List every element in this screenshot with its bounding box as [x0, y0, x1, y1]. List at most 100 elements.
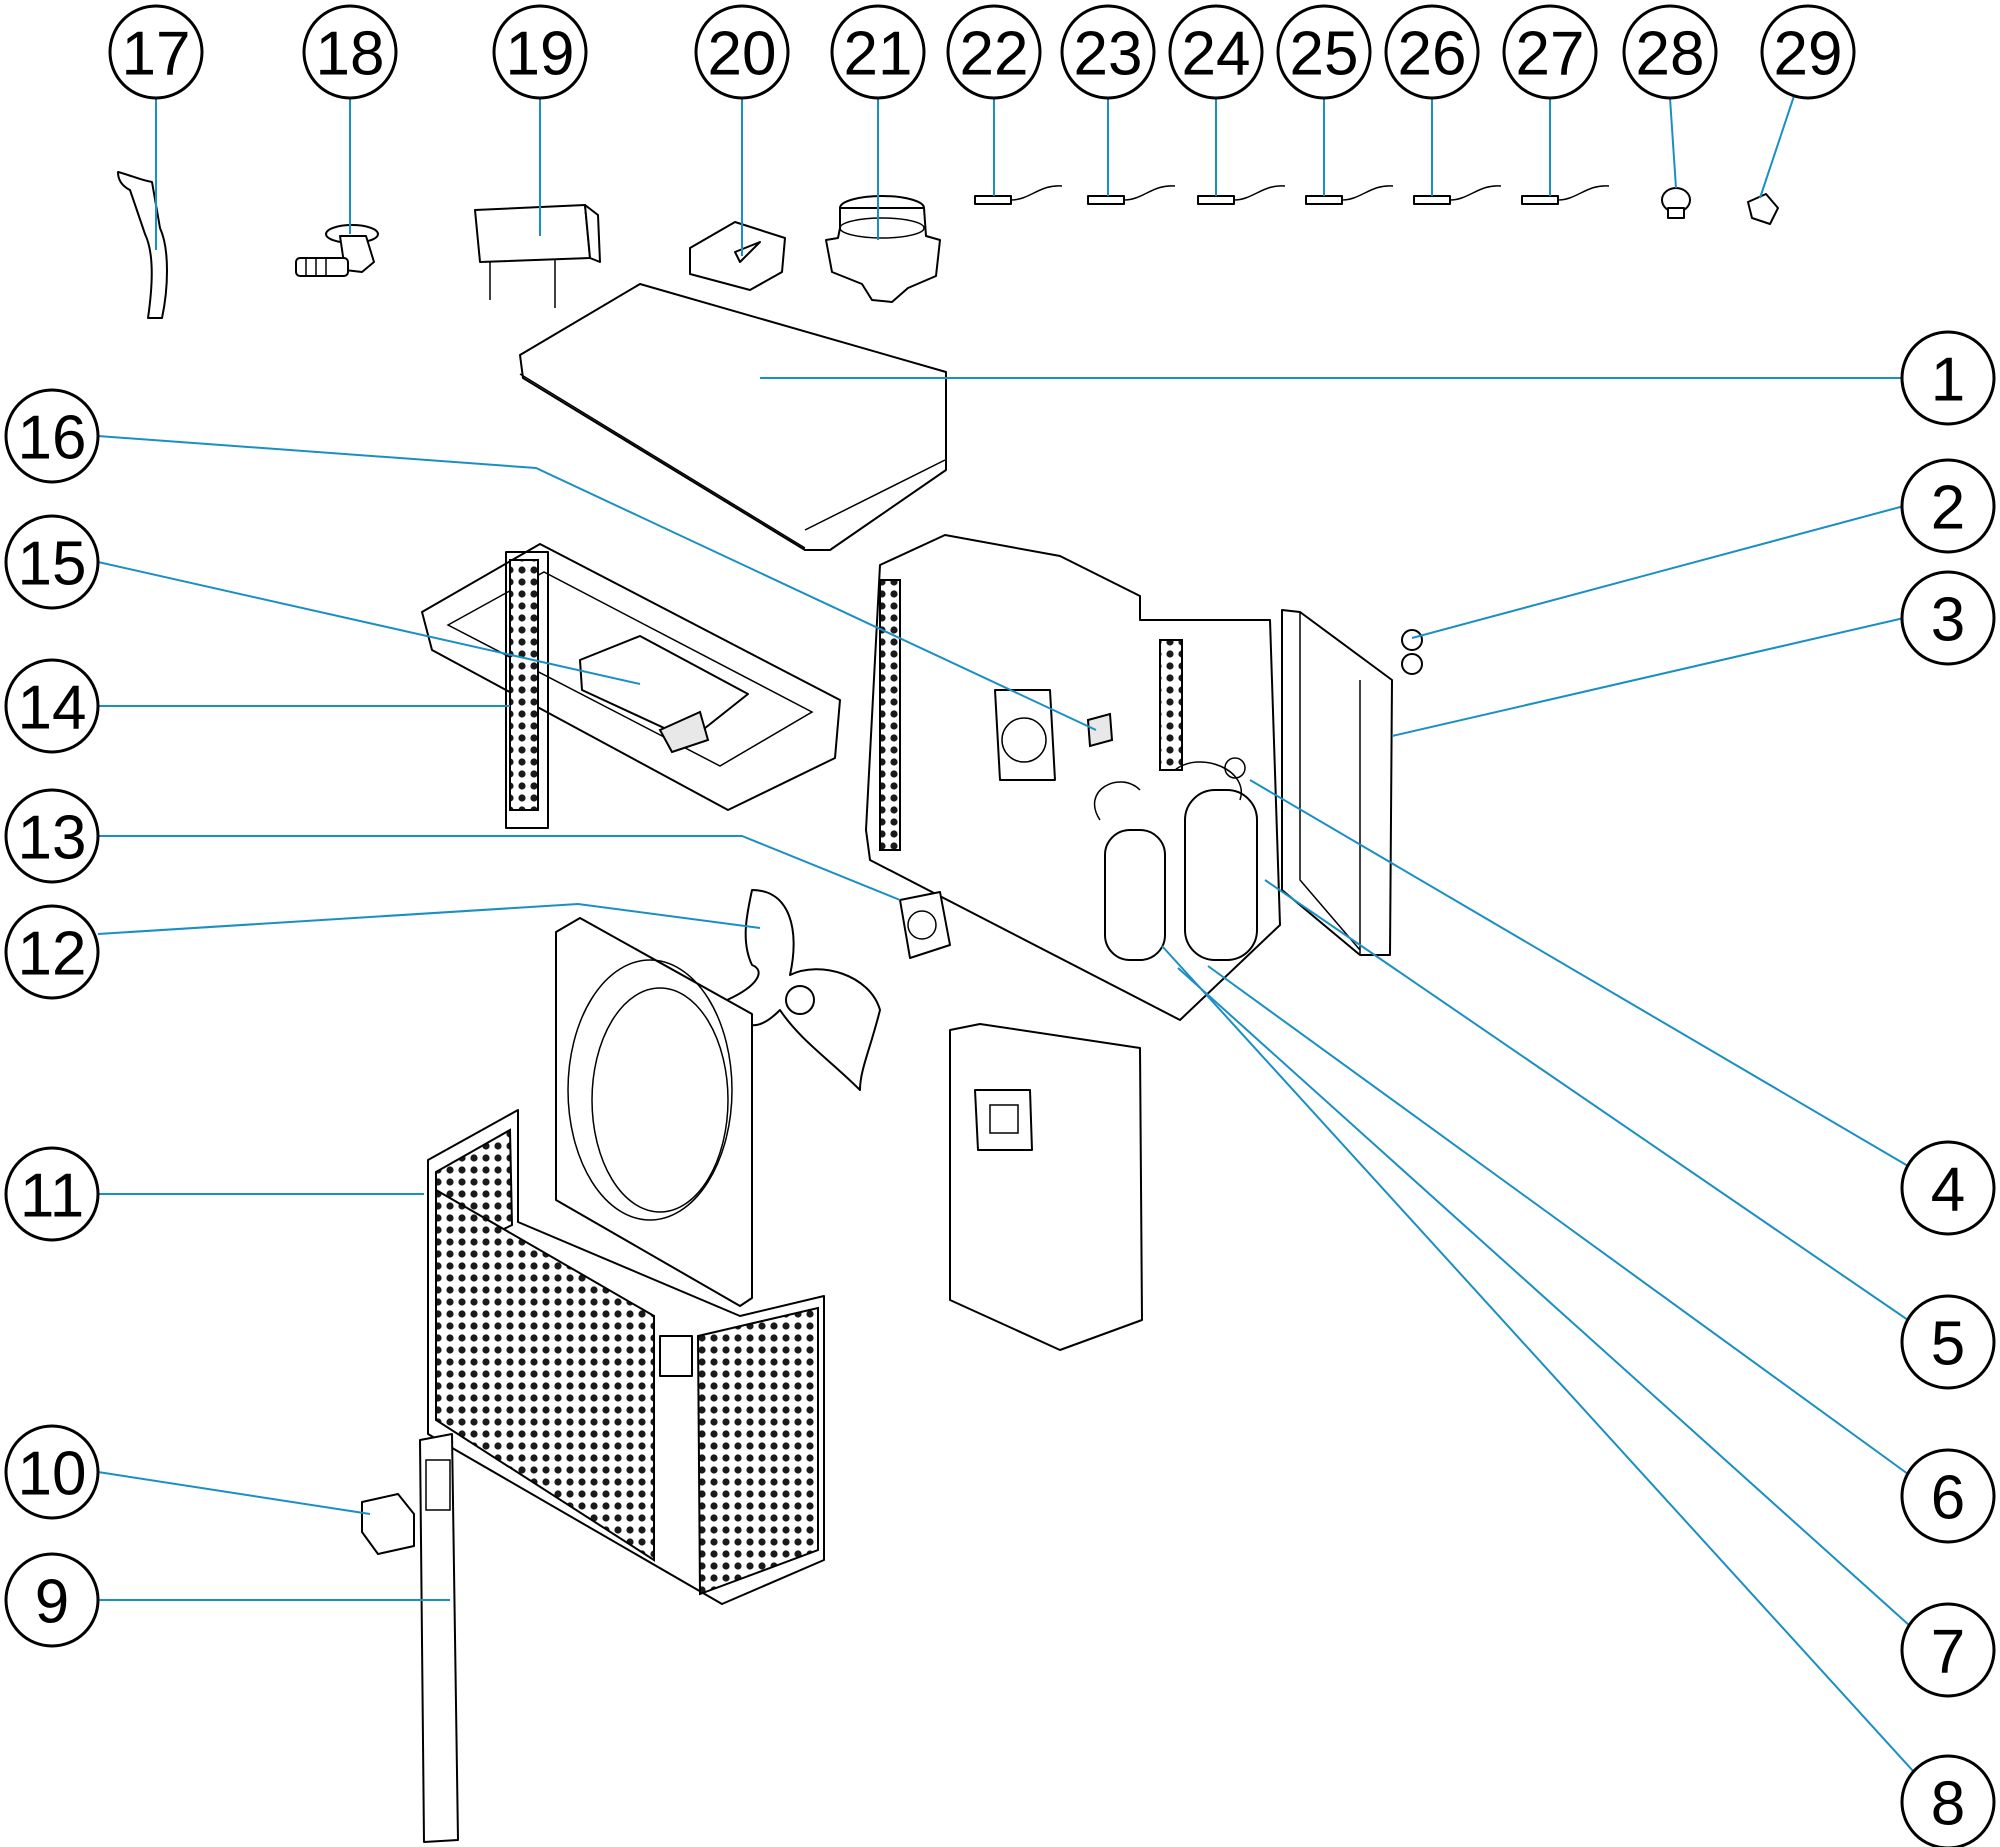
callout-circle-24: [1168, 4, 1264, 100]
callout-circle-10: [4, 1424, 100, 1520]
callout-balloon-16: 16: [4, 388, 100, 484]
callout-number-7: 7: [1931, 1618, 1965, 1687]
callout-circle-27: [1502, 4, 1598, 100]
leader-line-28: [1669, 97, 1677, 189]
callout-circle-28: [1622, 4, 1718, 100]
callout-number-29: 29: [1774, 20, 1843, 89]
leader-line-8: [1161, 945, 1915, 1773]
part-water-connectors: [1401, 629, 1423, 651]
callout-balloon-1: 1: [1900, 330, 1996, 426]
leader-line-7: [1177, 967, 1911, 1627]
part-rubber-pad: [689, 221, 786, 291]
callout-circle-12: [4, 904, 100, 1000]
callout-circle-25: [1276, 4, 1372, 100]
callout-circle-23: [1060, 4, 1156, 100]
callout-balloon-7: 7: [1900, 1602, 1996, 1698]
part-service-panel: [949, 1023, 1143, 1351]
leader-line-5: [1264, 879, 1909, 1321]
callout-balloon-26: 26: [1384, 4, 1480, 100]
callout-circle-11: [4, 1146, 100, 1242]
callout-circle-21: [830, 4, 926, 100]
callout-balloon-3: 3: [1900, 570, 1996, 666]
callout-balloon-6: 6: [1900, 1448, 1996, 1544]
callout-circle-15: [4, 514, 100, 610]
callout-circle-4: [1900, 1140, 1996, 1236]
callout-number-2: 2: [1931, 474, 1965, 543]
callout-circle-13: [4, 788, 100, 884]
leader-line-16: [97, 435, 1097, 731]
callout-number-1: 1: [1931, 346, 1965, 415]
callout-number-20: 20: [708, 20, 777, 89]
part-compressor: [1093, 757, 1258, 961]
callout-balloon-15: 15: [4, 514, 100, 610]
callout-balloon-5: 5: [1900, 1294, 1996, 1390]
leader-line-15: [97, 561, 641, 685]
callout-balloon-18: 18: [302, 4, 398, 100]
callout-circle-16: [4, 388, 100, 484]
part-fitting: [825, 195, 941, 303]
callout-number-13: 13: [18, 804, 87, 873]
leader-line-4: [1249, 779, 1909, 1167]
callout-number-10: 10: [18, 1440, 87, 1509]
callout-number-23: 23: [1074, 20, 1143, 89]
part-top-cover: [519, 283, 947, 551]
callout-number-9: 9: [35, 1568, 69, 1637]
callout-number-17: 17: [122, 20, 191, 89]
callout-balloon-12: 12: [4, 904, 100, 1000]
callout-balloon-2: 2: [1900, 458, 1996, 554]
callout-balloon-24: 24: [1168, 4, 1264, 100]
part-control-board: [579, 635, 749, 741]
callout-balloon-10: 10: [4, 1424, 100, 1520]
callout-balloon-21: 21: [830, 4, 926, 100]
part-capacitor-box: [474, 204, 601, 308]
callout-balloon-17: 17: [108, 4, 204, 100]
leader-lines: [97, 95, 1915, 1773]
callout-number-22: 22: [960, 20, 1029, 89]
part-side-mesh-strip: [509, 559, 539, 811]
part-fan-motor: [899, 891, 951, 959]
part-display-cover: [361, 1493, 415, 1555]
callout-circle-8: [1900, 1754, 1996, 1847]
callout-circle-6: [1900, 1448, 1996, 1544]
part-hose: [117, 171, 168, 319]
part-condenser-coil: [879, 579, 901, 851]
part-solenoid-coil: [1661, 187, 1691, 219]
callout-number-16: 16: [18, 404, 87, 473]
callout-number-25: 25: [1290, 20, 1359, 89]
callout-balloon-23: 23: [1060, 4, 1156, 100]
callout-circle-5: [1900, 1294, 1996, 1390]
callout-balloon-27: 27: [1502, 4, 1598, 100]
parts-artwork: [117, 171, 1779, 1843]
callout-balloon-13: 13: [4, 788, 100, 884]
leader-line-13: [98, 835, 901, 901]
callout-balloon-29: 29: [1760, 4, 1856, 100]
callout-circle-9: [4, 1552, 100, 1648]
part-fan-grille-panel: [555, 917, 753, 1307]
callout-number-14: 14: [18, 674, 87, 743]
callout-number-21: 21: [844, 20, 913, 89]
callout-balloon-28: 28: [1622, 4, 1718, 100]
callout-balloon-19: 19: [492, 4, 588, 100]
callout-number-15: 15: [18, 530, 87, 599]
callout-number-3: 3: [1931, 586, 1965, 655]
callout-number-6: 6: [1931, 1464, 1965, 1533]
callout-balloon-11: 11: [4, 1146, 100, 1242]
callout-circle-18: [302, 4, 398, 100]
callout-number-8: 8: [1931, 1770, 1965, 1839]
callout-circle-7: [1900, 1602, 1996, 1698]
leader-line-3: [1391, 617, 1905, 737]
callout-number-5: 5: [1931, 1310, 1965, 1379]
leader-line-2: [1411, 505, 1905, 639]
leader-line-6: [1207, 965, 1909, 1475]
leader-line-10: [97, 1471, 371, 1515]
callout-circle-2: [1900, 458, 1996, 554]
leader-line-12: [97, 902, 761, 935]
callout-number-28: 28: [1636, 20, 1705, 89]
callout-circle-17: [108, 4, 204, 100]
callout-circle-26: [1384, 4, 1480, 100]
callout-balloon-25: 25: [1276, 4, 1372, 100]
part-drain-elbow: [295, 224, 379, 277]
